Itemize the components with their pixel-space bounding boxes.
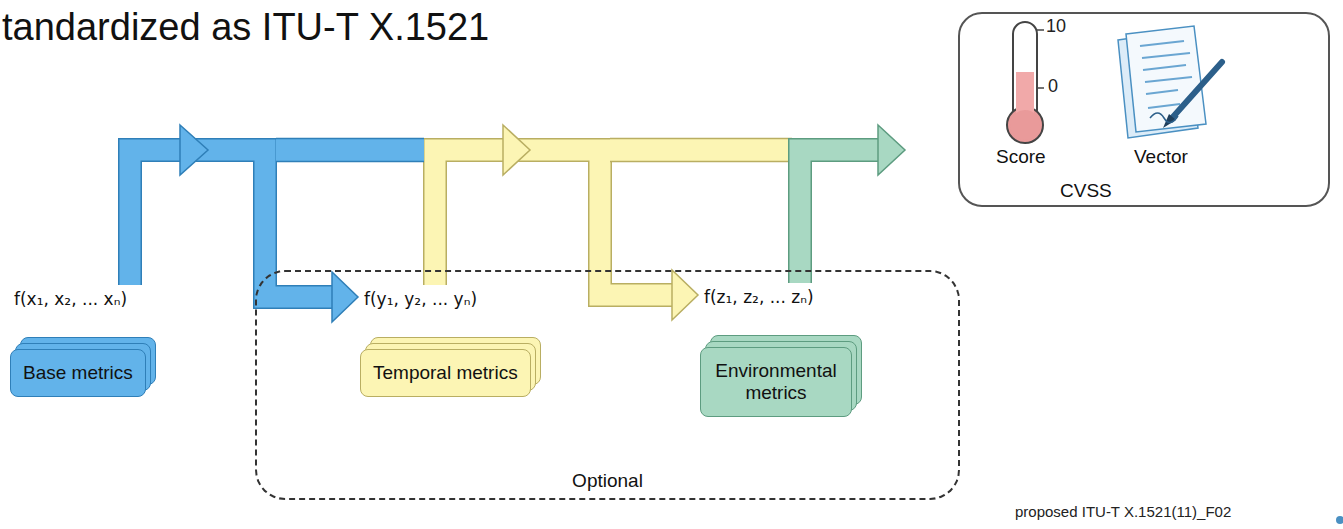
flow-bar-edge (610, 138, 792, 140)
metric-group: f(z₁, z₂, ... zₙ) Environmental metrics (698, 283, 852, 417)
flow-arrowhead (503, 125, 530, 175)
document-lines (1140, 41, 1192, 108)
cvss-text: CVSS (1060, 180, 1112, 202)
corner-dot (1336, 516, 1343, 524)
cvss-text: Vector (1134, 146, 1188, 168)
figure-label: proposed ITU-T X.1521(11)_F02 (1015, 503, 1231, 520)
flow-arrowhead (180, 125, 208, 175)
diagram-title: tandardized as ITU-T X.1521 (2, 6, 489, 49)
cvss-panel: Score VectorCVSS (958, 12, 1330, 207)
flow-bar-edge (276, 138, 424, 140)
document-sheet (1126, 26, 1206, 132)
cvss-text: Score (996, 146, 1046, 168)
thermometer-bulb-fill (1010, 110, 1040, 140)
metric-group: f(x₁, x₂, ... xₙ) Base metrics (8, 285, 146, 397)
scale-tick (1037, 87, 1044, 89)
optional-region: Optional f(y₁, y₂, ... yₙ) Temporal metric… (255, 270, 960, 500)
figure-label: 10 (1046, 16, 1066, 37)
signature (1150, 113, 1178, 123)
metric-card: Environmental metrics (700, 347, 852, 417)
function-label: f(x₁, x₂, ... xₙ) (8, 285, 146, 309)
thermometer-bulb (1007, 107, 1043, 143)
card-stack: Environmental metrics (700, 347, 852, 417)
region-label: Optional (572, 470, 643, 492)
flow-arrow-edge (435, 150, 672, 295)
figure-label: 0 (1048, 76, 1058, 97)
flow-bar (276, 139, 424, 161)
flow-arrow (130, 150, 358, 322)
flow-arrow-edge (130, 150, 332, 297)
output-arrowhead (878, 125, 905, 175)
metric-card: Base metrics (10, 349, 146, 397)
flow-arrow-body (435, 150, 672, 295)
flow-arrow-body (130, 150, 332, 297)
card-stack: Temporal metrics (360, 349, 531, 397)
pen (1172, 62, 1222, 118)
flow-bar-edge (610, 161, 792, 163)
function-label: f(y₁, y₂, ... yₙ) (358, 285, 531, 309)
flow-bar-edge (276, 161, 424, 163)
metric-group: f(y₁, y₂, ... yₙ) Temporal metrics (358, 285, 531, 397)
output-arrow (800, 150, 879, 283)
function-label: f(z₁, z₂, ... zₙ) (698, 283, 852, 307)
scale-tick (1037, 29, 1044, 31)
flow-arrowhead (672, 270, 698, 320)
card-stack: Base metrics (10, 349, 146, 397)
metric-name: Environmental metrics (713, 360, 839, 404)
flow-bar (610, 139, 792, 161)
metric-name: Temporal metrics (373, 362, 518, 384)
output-arrow-edge (800, 150, 879, 283)
metric-card: Temporal metrics (360, 349, 531, 397)
flow-arrowhead (332, 272, 358, 322)
metric-name: Base metrics (23, 362, 133, 384)
